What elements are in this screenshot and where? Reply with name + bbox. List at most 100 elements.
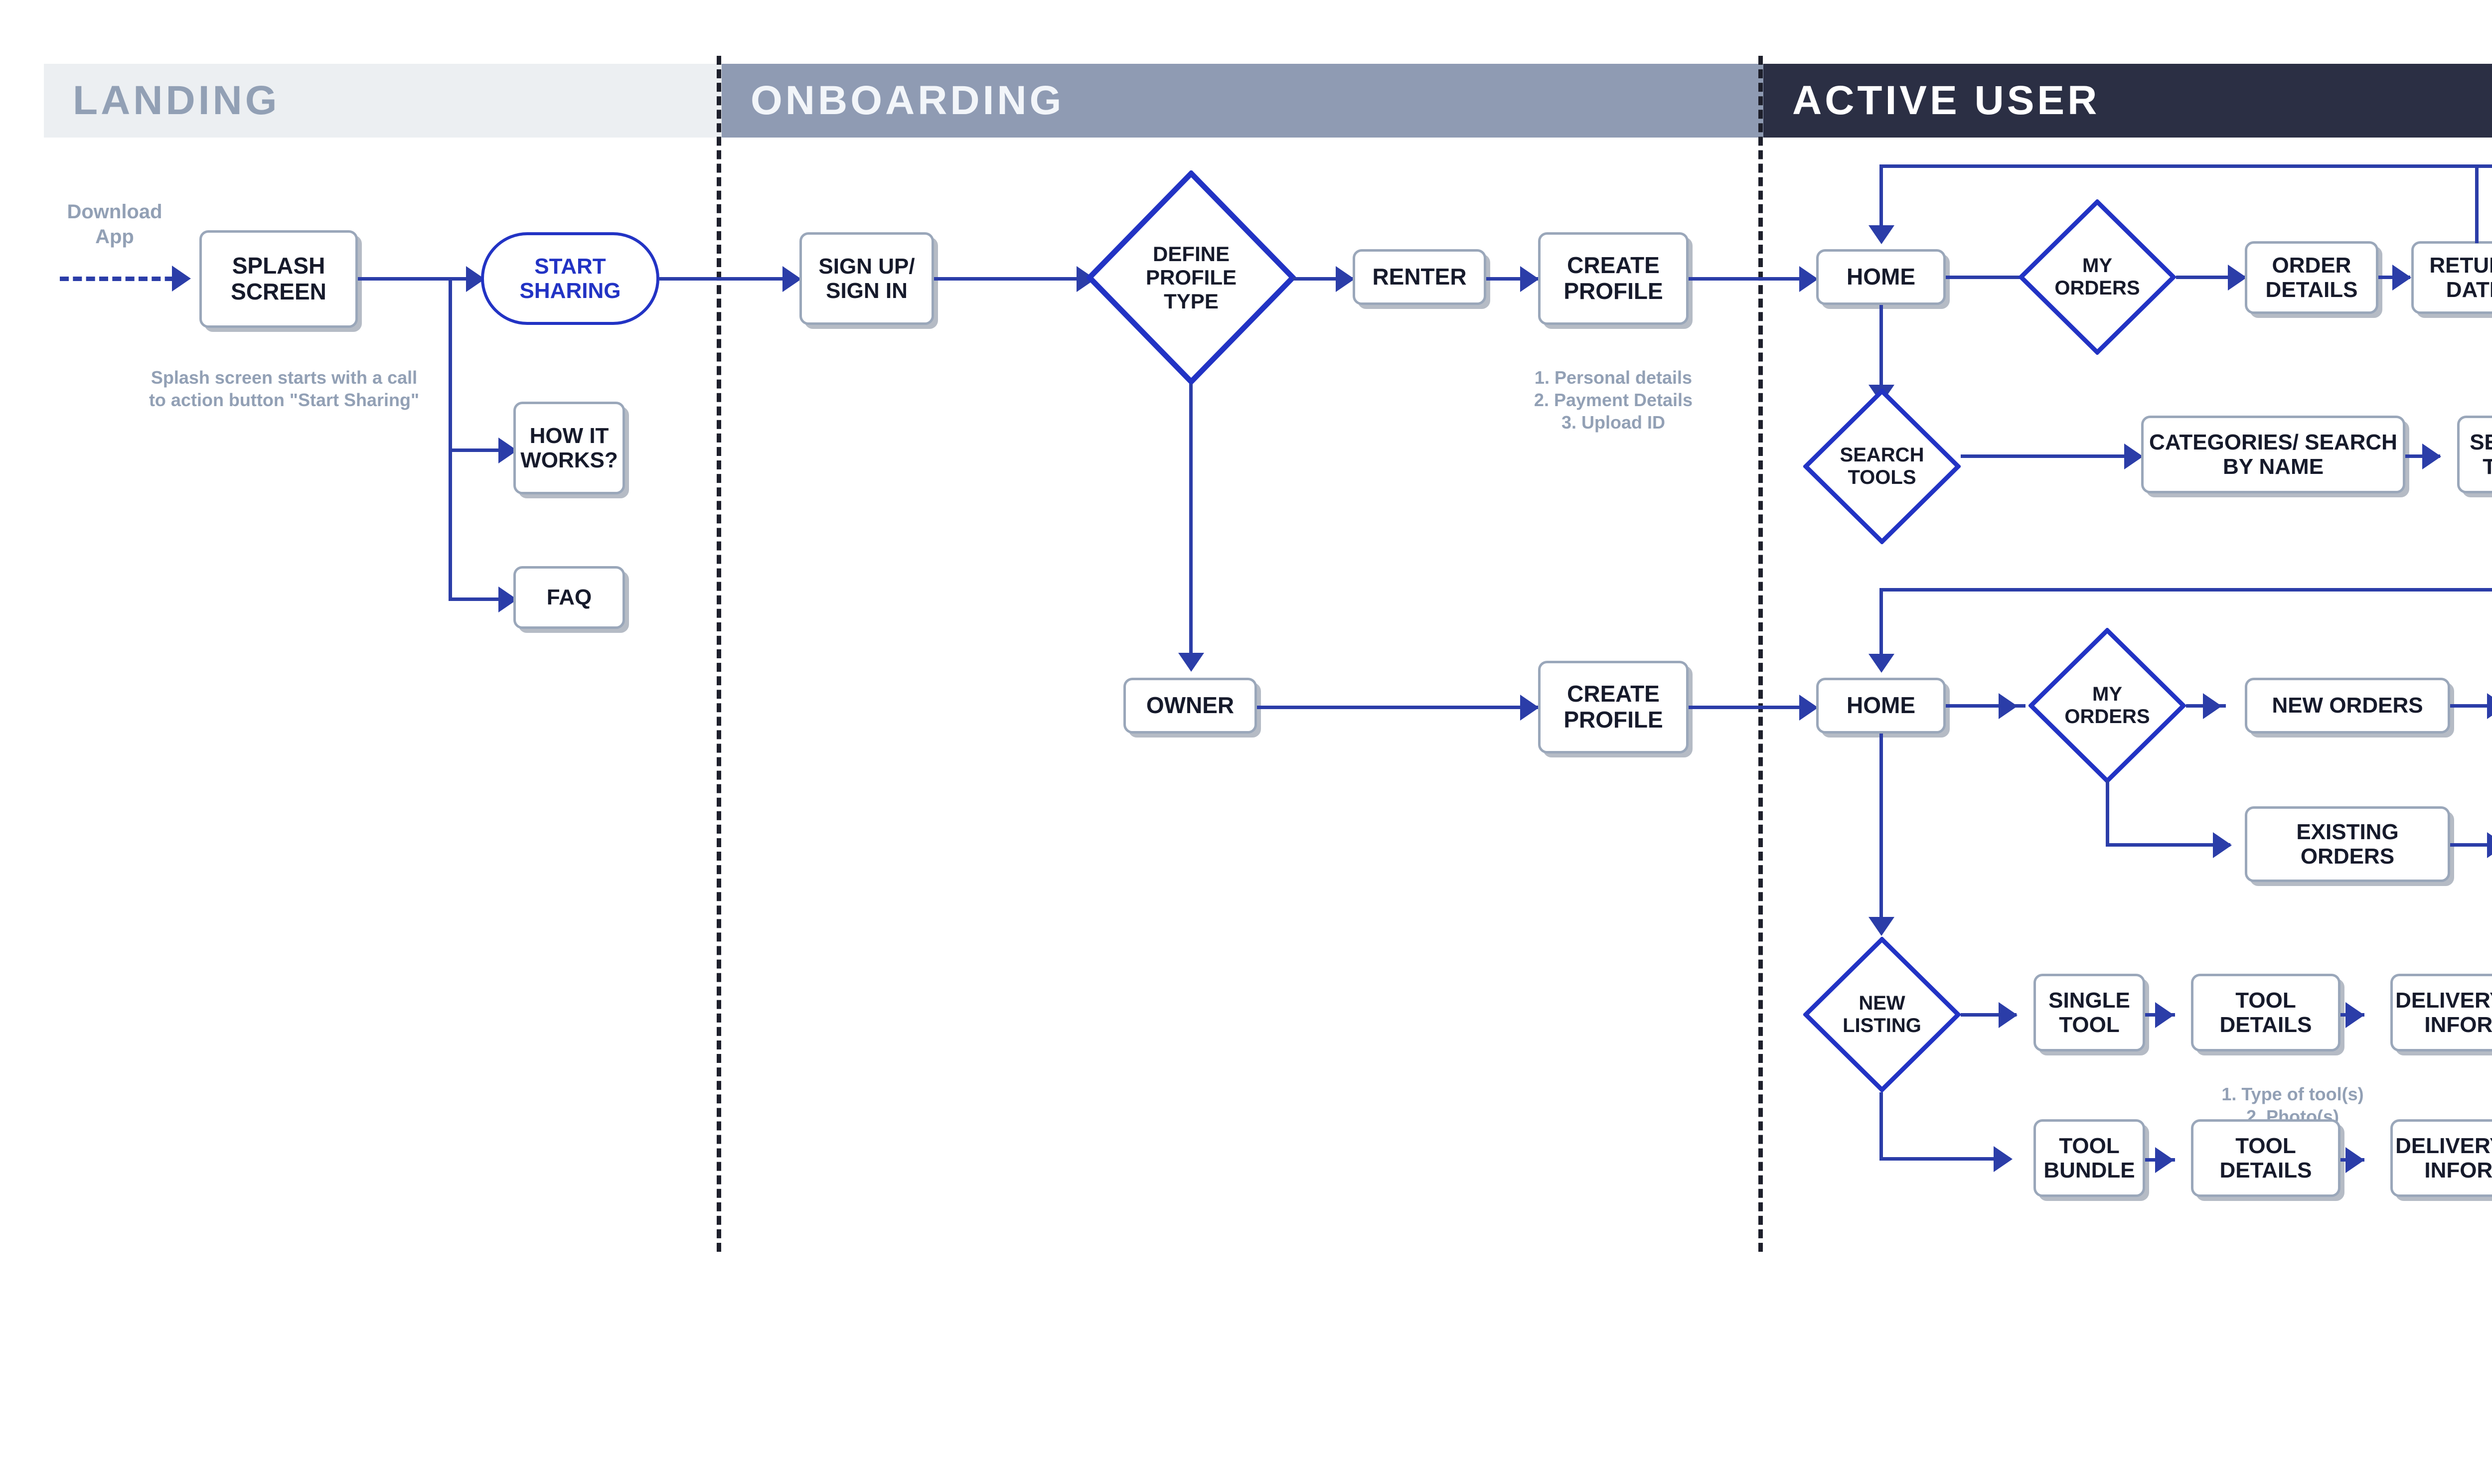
arrow-renter-to-create-profile [1520, 266, 1539, 292]
node-single-tool[interactable]: SINGLE TOOL [2033, 974, 2145, 1051]
splash-screen-note: Splash screen starts with a call to acti… [149, 367, 420, 410]
create-profile-steps-note: 1. Personal details 2. Payment Details 3… [1534, 367, 1693, 433]
tool-details-steps-note: 1. Type of tool(s) 2. Photo(s) [2221, 1084, 2364, 1127]
arrow-tool-details-to-delivery-info-bundle [2345, 1147, 2364, 1173]
arrow-my-orders-to-order-details-renter [2228, 265, 2247, 291]
arrow-owner-to-create-profile [1520, 695, 1539, 721]
edge-create-profile-to-home-owner [1689, 706, 1815, 709]
node-my-orders-renter[interactable]: MY ORDERS [2019, 199, 2176, 355]
edge-home-owner-to-new-listing-vertical [1879, 734, 1883, 933]
lane-divider-landing-onboarding [717, 56, 721, 1252]
phase-band-landing: LANDING [44, 64, 722, 138]
edge-confirmation-loopback-top [1879, 164, 2492, 168]
phase-label-onboarding: ONBOARDING [751, 78, 1065, 123]
node-tool-details-single[interactable]: TOOL DETAILS [2191, 974, 2340, 1051]
arrow-new-listing-to-single-tool [1999, 1002, 2018, 1028]
node-my-orders-owner[interactable]: MY ORDERS [2028, 628, 2186, 783]
edge-renter-to-create-profile [1486, 277, 1538, 281]
phase-label-active-user: ACTIVE USER [1792, 78, 2100, 123]
node-order-details-renter[interactable]: ORDER DETAILS [2245, 241, 2378, 314]
node-create-profile-owner[interactable]: CREATE PROFILE [1538, 661, 1689, 753]
entry-dashed-line [60, 277, 187, 281]
node-new-orders[interactable]: NEW ORDERS [2245, 678, 2450, 734]
entry-arrowhead [172, 266, 191, 292]
edge-define-to-renter [1293, 277, 1353, 281]
edge-my-orders-to-order-details-renter [2176, 276, 2246, 279]
node-sign-up-sign-in[interactable]: SIGN UP/ SIGN IN [799, 232, 934, 325]
node-faq[interactable]: FAQ [513, 566, 625, 629]
edge-my-orders-to-existing-vertical [2106, 780, 2109, 843]
arrow-tool-details-to-delivery-info-single [2345, 1002, 2364, 1028]
arrow-define-to-owner [1178, 653, 1204, 672]
arrow-tool-bundle-to-tool-details [2155, 1147, 2174, 1173]
node-create-profile-renter[interactable]: CREATE PROFILE [1538, 232, 1689, 325]
lane-divider-onboarding-active [1758, 56, 1763, 1252]
edge-signup-to-define-profile [934, 277, 1093, 281]
arrow-home-owner-to-my-orders [1999, 693, 2018, 719]
arrow-categories-to-select-tool [2422, 444, 2441, 469]
edge-loopback-down-to-home [1879, 164, 1883, 234]
edge-home-to-search-tools-vertical [1879, 305, 1883, 400]
node-new-listing[interactable]: NEW LISTING [1803, 937, 1961, 1092]
edge-new-orders-to-order-details [2450, 704, 2492, 708]
node-search-tools[interactable]: SEARCH TOOLS [1803, 389, 1961, 544]
edge-my-orders-to-existing-horizontal [2106, 843, 2230, 847]
node-define-profile-type[interactable]: DEFINE PROFILE TYPE [1087, 170, 1296, 385]
node-owner[interactable]: OWNER [1123, 678, 1257, 734]
edge-new-listing-to-bundle-horizontal [1879, 1157, 2010, 1161]
node-renter[interactable]: RENTER [1353, 249, 1486, 305]
edge-splash-to-start-sharing [358, 277, 482, 281]
edge-create-profile-to-home-renter [1689, 277, 1815, 281]
node-home-owner[interactable]: HOME [1816, 678, 1946, 734]
node-existing-orders[interactable]: EXISTING ORDERS [2245, 806, 2450, 882]
download-app-label: Download App [67, 201, 162, 248]
edge-branch-to-faq [449, 597, 513, 601]
node-home-renter[interactable]: HOME [1816, 249, 1946, 305]
diamond-shape-icon [1803, 389, 1961, 544]
node-start-sharing[interactable]: START SHARING [481, 232, 659, 325]
arrow-create-profile-to-home-renter [1799, 266, 1818, 292]
edge-home-to-my-orders-renter [1946, 276, 2024, 279]
arrow-my-orders-to-new-orders [2203, 693, 2222, 719]
node-tool-bundle[interactable]: TOOL BUNDLE [2033, 1119, 2145, 1197]
arrow-single-tool-to-tool-details [2155, 1002, 2174, 1028]
edge-owner-to-create-profile [1257, 706, 1538, 709]
edge-search-tools-to-categories [1961, 454, 2140, 458]
node-select-tool[interactable]: SELECT TOOL [2457, 416, 2492, 493]
arrow-new-listing-to-tool-bundle [1994, 1146, 2013, 1172]
arrow-search-tools-to-categories [2124, 444, 2143, 469]
diamond-shape-icon [1087, 170, 1296, 385]
edge-branch-to-how-it-works [449, 448, 513, 452]
node-tool-details-bundle[interactable]: TOOL DETAILS [2191, 1119, 2340, 1197]
arrow-existing-orders-to-order-details [2487, 832, 2492, 858]
edge-owner-orders-loop-down-to-home [1879, 588, 1883, 659]
arrow-owner-loop-to-home [1869, 654, 1894, 673]
arrow-order-details-to-return-date [2392, 265, 2411, 291]
edge-existing-orders-to-order-details [2450, 843, 2492, 847]
edge-start-sharing-branch-vertical [449, 277, 452, 601]
arrow-new-orders-to-order-details [2487, 693, 2492, 719]
edge-new-listing-to-single-tool [1961, 1013, 2017, 1017]
diamond-shape-icon [2019, 199, 2176, 355]
node-return-date[interactable]: RETURN DATE [2411, 241, 2492, 314]
node-delivery-pickup-info-bundle[interactable]: DELIVERY/ PICK-UP INFORMATION [2390, 1119, 2492, 1197]
arrow-start-sharing-to-onboarding [782, 266, 801, 292]
node-delivery-pickup-info-single[interactable]: DELIVERY/ PICK-UP INFORMATION [2390, 974, 2492, 1051]
edge-owner-orders-loop-top [1879, 588, 2492, 592]
phase-label-landing: LANDING [73, 78, 280, 123]
arrow-create-profile-to-home-owner [1799, 695, 1818, 721]
edge-new-listing-to-bundle-vertical [1879, 1092, 1883, 1157]
arrow-my-orders-to-existing-orders [2213, 832, 2232, 858]
phase-band-onboarding: ONBOARDING [722, 64, 1763, 138]
node-splash-screen[interactable]: SPLASH SCREEN [199, 230, 358, 328]
node-how-it-works[interactable]: HOW IT WORKS? [513, 402, 625, 494]
edge-home-owner-to-my-orders [1946, 704, 2025, 708]
arrow-loopback-to-home [1869, 225, 1894, 244]
phase-band-active: ACTIVE USER [1763, 64, 2492, 138]
edge-return-date-loopback-vertical [2475, 164, 2479, 243]
arrow-define-to-renter [1336, 266, 1355, 292]
node-categories-search-by-name[interactable]: CATEGORIES/ SEARCH BY NAME [2141, 416, 2405, 493]
arrow-home-owner-to-new-listing [1869, 917, 1894, 936]
edge-define-to-owner-vertical [1189, 384, 1193, 668]
